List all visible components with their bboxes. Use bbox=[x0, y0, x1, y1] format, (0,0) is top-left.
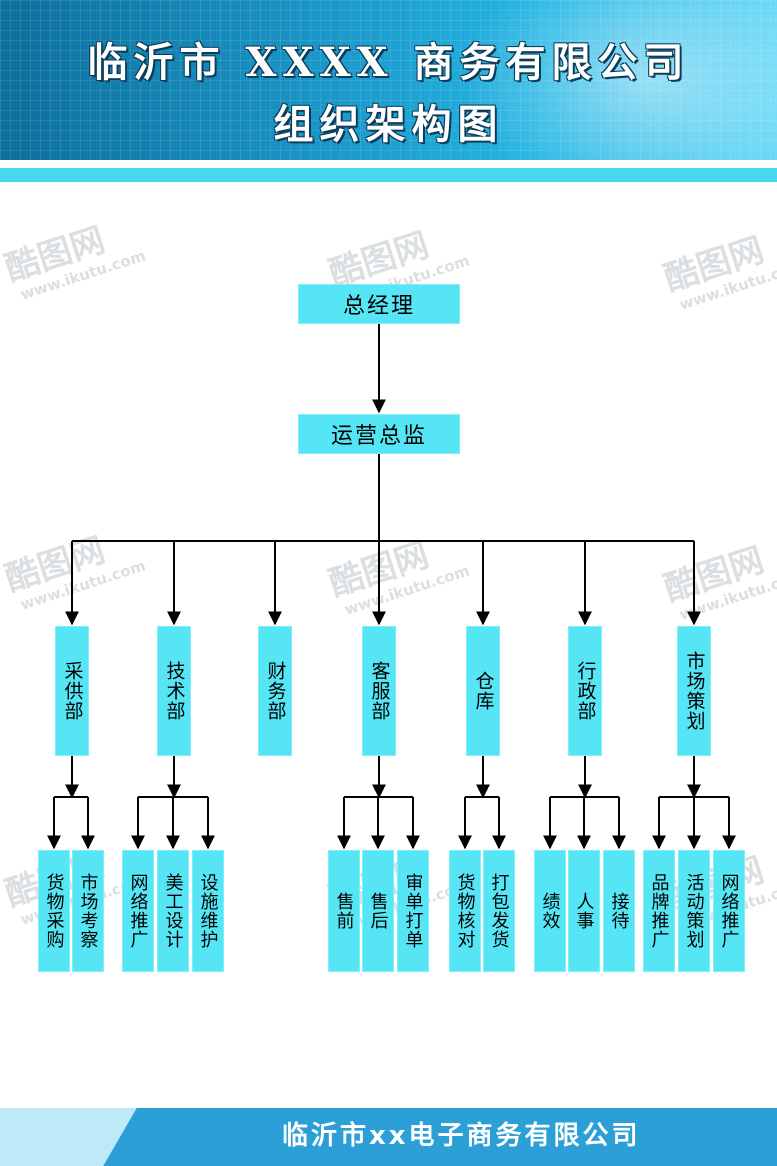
node-team: 设施维护 bbox=[192, 850, 224, 972]
node-department: 仓库 bbox=[466, 626, 500, 756]
footer-bar bbox=[0, 1108, 777, 1166]
node-team: 活动策划 bbox=[678, 850, 710, 972]
header-stripe bbox=[0, 168, 777, 182]
banner-glow bbox=[457, 0, 777, 160]
node-team: 售后 bbox=[362, 850, 394, 972]
header-banner: 临沂市 XXXX 商务有限公司 组织架构图 bbox=[0, 0, 777, 160]
node-general-manager: 总经理 bbox=[298, 284, 460, 324]
node-team: 人事 bbox=[568, 850, 600, 972]
node-team: 审单打单 bbox=[397, 850, 429, 972]
node-team: 售前 bbox=[328, 850, 360, 972]
node-team: 接待 bbox=[603, 850, 635, 972]
page-subtitle: 组织架构图 bbox=[273, 101, 504, 148]
footer-company-name: 临沂市xx电子商务有限公司 bbox=[282, 1121, 641, 1151]
node-department: 财务部 bbox=[258, 626, 292, 756]
node-department: 市场策划 bbox=[677, 626, 711, 756]
node-team: 货物采购 bbox=[38, 850, 70, 972]
node-team: 货物核对 bbox=[449, 850, 481, 972]
node-team: 市场考察 bbox=[72, 850, 104, 972]
node-team: 网络推广 bbox=[122, 850, 154, 972]
page-title: 临沂市 XXXX 商务有限公司 bbox=[87, 39, 690, 86]
node-team: 品牌推广 bbox=[643, 850, 675, 972]
node-department: 行政部 bbox=[568, 626, 602, 756]
node-team: 美工设计 bbox=[157, 850, 189, 972]
node-team: 打包发货 bbox=[483, 850, 515, 972]
node-department: 采供部 bbox=[55, 626, 89, 756]
node-department: 技术部 bbox=[157, 626, 191, 756]
node-team: 绩效 bbox=[534, 850, 566, 972]
banner-grid-pattern bbox=[0, 0, 777, 160]
node-team: 网络推广 bbox=[713, 850, 745, 972]
node-department: 客服部 bbox=[362, 626, 396, 756]
node-operations-director: 运营总监 bbox=[298, 414, 460, 454]
